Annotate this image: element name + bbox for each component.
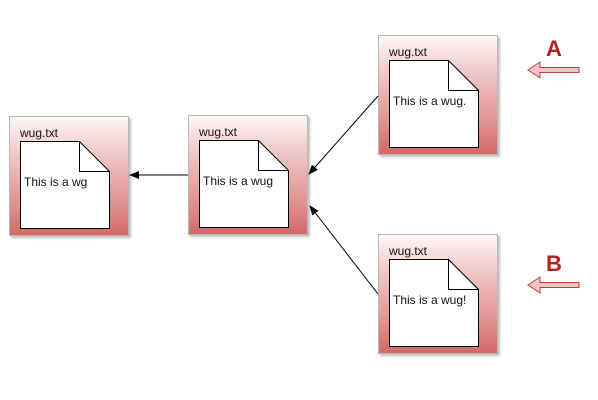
- document-icon: This is a wug.: [389, 60, 479, 148]
- document-icon: This is a wg: [20, 141, 110, 229]
- file-node-3-title: wug.txt: [389, 45, 428, 59]
- pointer-arrow-b-icon: [527, 276, 580, 294]
- file-node-2: wug.txt This is a wug: [188, 115, 308, 235]
- document-icon: This is a wug!: [389, 259, 479, 347]
- file-node-1: wug.txt This is a wg: [9, 116, 129, 236]
- label-b: B: [546, 251, 562, 276]
- file-node-2-title: wug.txt: [199, 125, 238, 139]
- file-node-1-title: wug.txt: [20, 126, 59, 140]
- file-node-2-content: This is a wug: [203, 174, 274, 188]
- file-node-1-content: This is a wg: [24, 175, 88, 189]
- file-node-4-content: This is a wug!: [393, 293, 467, 307]
- file-node-4: wug.txt This is a wug!: [378, 234, 498, 354]
- pointer-arrow-a-icon: [527, 61, 580, 79]
- connector-node3-to-node2: [308, 95, 379, 175]
- file-node-4-title: wug.txt: [389, 244, 428, 258]
- file-node-3: wug.txt This is a wug.: [378, 35, 498, 155]
- file-node-3-content: This is a wug.: [393, 94, 467, 108]
- connector-node4-to-node2: [309, 205, 379, 295]
- label-a: A: [546, 36, 562, 61]
- document-icon: This is a wug: [199, 140, 289, 228]
